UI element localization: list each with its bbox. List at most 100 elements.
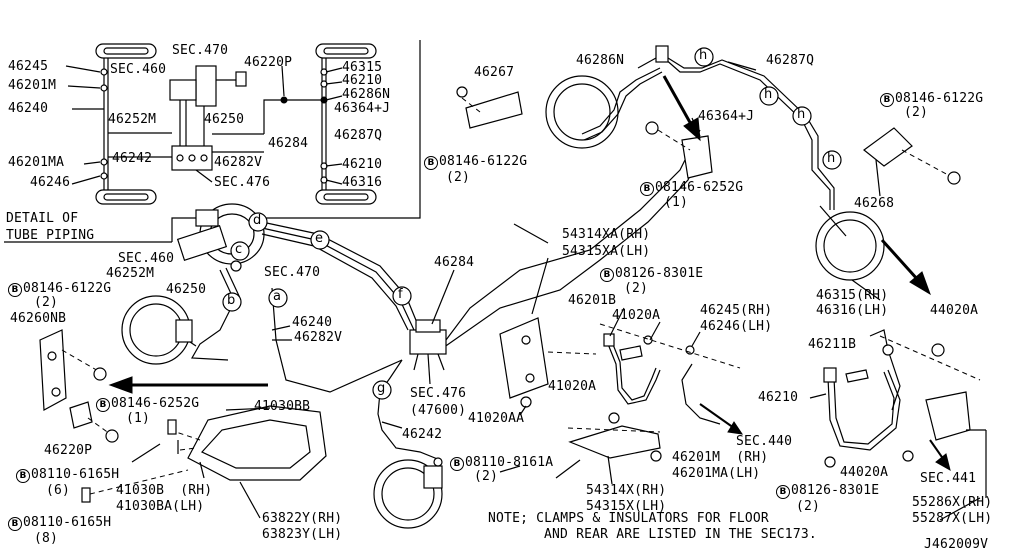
label-54314xa: 54314XA(RH) <box>562 227 651 242</box>
note-line-1: NOTE; CLAMPS & INSULATORS FOR FLOOR <box>488 511 769 526</box>
label-46201b: 46201B <box>568 293 617 308</box>
label-46364j: 46364+J <box>698 109 755 124</box>
label-46252m-top: 46252M <box>108 112 157 127</box>
label-46284-top: 46284 <box>268 136 309 151</box>
label-41020a-2: 41020A <box>548 379 597 394</box>
label-qty-2-l: (2) <box>34 295 59 310</box>
label-qty-2-r: (2) <box>904 105 929 120</box>
marker-e: e <box>315 231 324 246</box>
label-44020a-2: 44020A <box>840 465 889 480</box>
rear-right-brake-assembly <box>815 127 961 281</box>
label-sec476-top: SEC.476 <box>214 175 271 190</box>
label-44020a-1: 44020A <box>930 303 979 318</box>
label-55287x: 55287X(LH) <box>912 511 993 526</box>
arrow-to-44020a <box>880 238 931 296</box>
label-55286x: 55286X(RH) <box>912 495 993 510</box>
label-41030bb: 41030BB <box>254 399 311 414</box>
label-46246-top: 46246 <box>30 175 71 190</box>
label-46284-mid: 46284 <box>434 255 475 270</box>
detail-tube-piping-inset <box>4 40 421 243</box>
label-46282v-top: 46282V <box>214 155 263 170</box>
label-46268: 46268 <box>854 196 895 211</box>
label-qty-2-a: (2) <box>446 170 471 185</box>
marker-b: b <box>227 293 236 308</box>
bolt-symbol: B <box>450 457 464 471</box>
label-46282v-mid: 46282V <box>294 330 343 345</box>
bolt-symbol: B <box>8 283 22 297</box>
label-46242-top: 46242 <box>112 151 153 166</box>
under-cover-assembly <box>81 405 327 503</box>
label-46220p-top: 46220P <box>244 55 293 70</box>
label-47600: (47600) <box>410 403 467 418</box>
label-46220p: 46220P <box>44 443 93 458</box>
label-46210: 46210 <box>758 390 799 405</box>
label-qty-1-a: (1) <box>664 195 689 210</box>
label-46201ma-lh: 46201MA(LH) <box>672 466 761 481</box>
arrow-to-46364j <box>662 75 701 142</box>
label-63822y: 63822Y(RH) <box>262 511 343 526</box>
label-46260nb: 46260NB <box>10 311 67 326</box>
label-46316-top: 46316 <box>342 175 383 190</box>
label-46252m-mid: 46252M <box>106 266 155 281</box>
label-qty-2-b: (2) <box>624 281 649 296</box>
label-sec440: SEC.440 <box>736 434 793 449</box>
bolt-symbol: B <box>600 268 614 282</box>
label-46211b: 46211B <box>808 337 857 352</box>
label-qty-2-c: (2) <box>474 469 499 484</box>
label-46201ma-top: 46201MA <box>8 155 65 170</box>
bracket-54314xa <box>499 317 597 408</box>
marker-h-1: h <box>699 48 708 63</box>
label-qty-8: (8) <box>34 531 59 546</box>
leader-lines <box>131 57 981 521</box>
rear-hose-assembly-left <box>555 323 741 479</box>
label-46210-top: 46210 <box>342 73 383 88</box>
label-41030ba: 41030BA(LH) <box>116 499 205 514</box>
marker-h-3: h <box>797 107 806 122</box>
label-qty-2-d: (2) <box>796 499 821 514</box>
label-46250-top: 46250 <box>204 112 245 127</box>
marker-h-4: h <box>827 151 836 166</box>
label-46245-top: 46245 <box>8 59 49 74</box>
bolt-symbol: B <box>424 156 438 170</box>
label-46201m-top: 46201M <box>8 78 57 93</box>
rear-hose-assembly-right <box>823 329 987 498</box>
label-46287q-top: 46287Q <box>334 128 383 143</box>
label-sec470-top: SEC.470 <box>172 43 229 58</box>
bolt-symbol: B <box>880 93 894 107</box>
marker-a: a <box>273 289 282 304</box>
label-46201m-rh: 46201M (RH) <box>672 450 769 465</box>
note-line-2: AND REAR ARE LISTED IN THE SEC173. <box>544 527 817 542</box>
label-qty-6: (6) <box>46 483 71 498</box>
label-46315-top: 46315 <box>342 60 383 75</box>
label-46250-mid: 46250 <box>166 282 207 297</box>
detail-title-line2: TUBE PIPING <box>6 228 95 243</box>
diagram-id: J462009V <box>924 537 989 552</box>
direction-arrow-left <box>108 376 268 394</box>
bolt-symbol: B <box>16 469 30 483</box>
label-41030b: 41030B (RH) <box>116 483 213 498</box>
marker-d: d <box>253 213 262 228</box>
bolt-symbol: B <box>96 398 110 412</box>
label-46286n-top: 46286N <box>342 87 391 102</box>
label-63823y: 63823Y(LH) <box>262 527 343 542</box>
label-46316lh: 46316(LH) <box>816 303 889 318</box>
label-qty-1-l: (1) <box>126 411 151 426</box>
label-46315rh: 46315(RH) <box>816 288 889 303</box>
brake-tubes <box>161 129 707 461</box>
label-46287q: 46287Q <box>766 53 815 68</box>
label-46242: 46242 <box>402 427 443 442</box>
rear-right-drum-assembly <box>456 45 835 210</box>
marker-f: f <box>398 287 403 302</box>
arrow-to-sec440 <box>699 403 744 435</box>
marker-h-2: h <box>764 87 773 102</box>
bolt-symbol: B <box>8 517 22 531</box>
label-46240-top: 46240 <box>8 101 49 116</box>
